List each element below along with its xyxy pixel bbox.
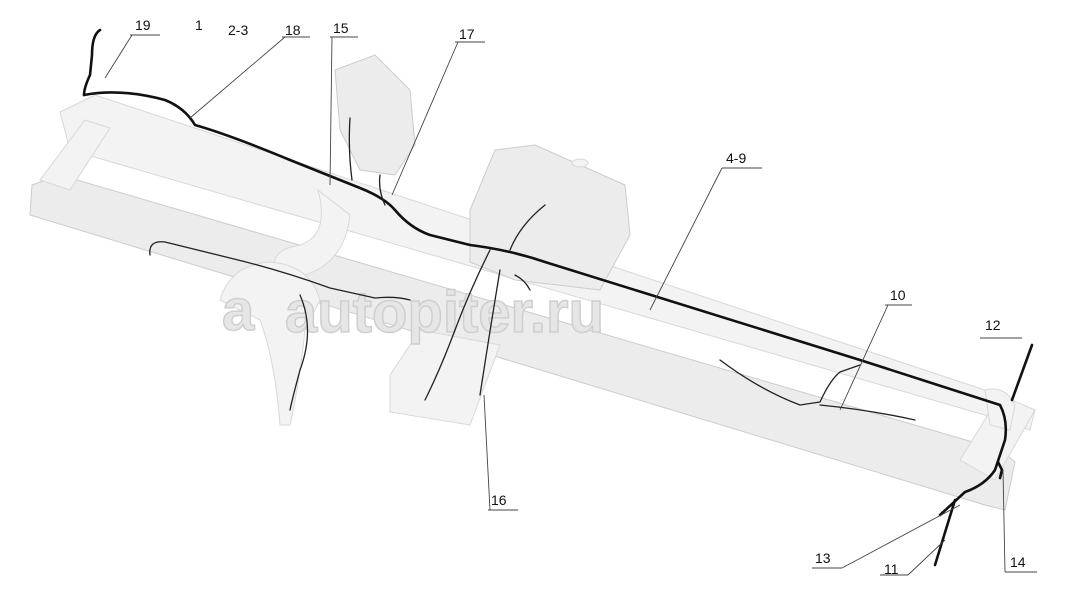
- intake-pipe: [273, 188, 351, 276]
- branch-filter: [348, 117, 386, 206]
- callout-4-9: 4-9: [726, 150, 746, 166]
- callout-10: 10: [890, 287, 906, 303]
- leader-15: [329, 36, 358, 186]
- callout-11: 11: [884, 561, 899, 577]
- callouts: 19 1 2-3 18 15 17 4-9 10 12 16 13 11 14: [135, 17, 1026, 577]
- leader-14: [1002, 469, 1037, 573]
- branch-front-lamp: [149, 241, 411, 301]
- callout-15: 15: [333, 20, 349, 36]
- watermark-text: autopiter.ru: [285, 280, 604, 345]
- leader-4-9: [649, 167, 762, 311]
- battery-box: [389, 329, 501, 426]
- harness-rear-lamp-lead: [1010, 343, 1034, 402]
- branch-side-marker: [719, 359, 916, 421]
- components: [219, 54, 1016, 431]
- harness-rear-junction: [996, 460, 1004, 480]
- harness-rear-tail-lead: [933, 498, 957, 567]
- fuel-filler-cap: [571, 158, 589, 168]
- air-filter-housing: [334, 54, 416, 176]
- main-harness: [82, 28, 1034, 567]
- leader-16: [483, 394, 518, 511]
- leader-10: [839, 304, 912, 411]
- branch-fuel-sensor: [509, 204, 546, 291]
- watermark-symbol: a: [222, 278, 255, 343]
- callout-16: 16: [491, 492, 507, 508]
- leader-13: [812, 504, 961, 569]
- branch-battery: [424, 249, 501, 401]
- branch-harnesses: [149, 117, 916, 421]
- frame-crossmember-rear: [959, 394, 1036, 481]
- harness-main-run: [82, 91, 1008, 517]
- leader-17: [391, 41, 485, 196]
- callout-19: 19: [135, 17, 151, 33]
- fuel-tank: [469, 144, 631, 291]
- harness-front-hook: [82, 28, 102, 97]
- branch-mudguard: [289, 294, 309, 411]
- leader-19: [104, 34, 160, 79]
- frame-crossmember-front: [39, 119, 111, 191]
- callout-14: 14: [1010, 554, 1026, 570]
- rear-light-bracket: [984, 388, 1016, 431]
- leader-18: [189, 36, 310, 119]
- callout-13: 13: [815, 550, 831, 566]
- watermark: a autopiter.ru: [221, 277, 605, 346]
- callout-1: 1: [195, 17, 203, 33]
- leader-lines: [104, 34, 1037, 576]
- callout-2-3: 2-3: [228, 22, 248, 38]
- callout-12: 12: [985, 317, 1001, 333]
- leader-11: [880, 539, 946, 576]
- callout-18: 18: [285, 22, 301, 38]
- callout-17: 17: [459, 26, 475, 42]
